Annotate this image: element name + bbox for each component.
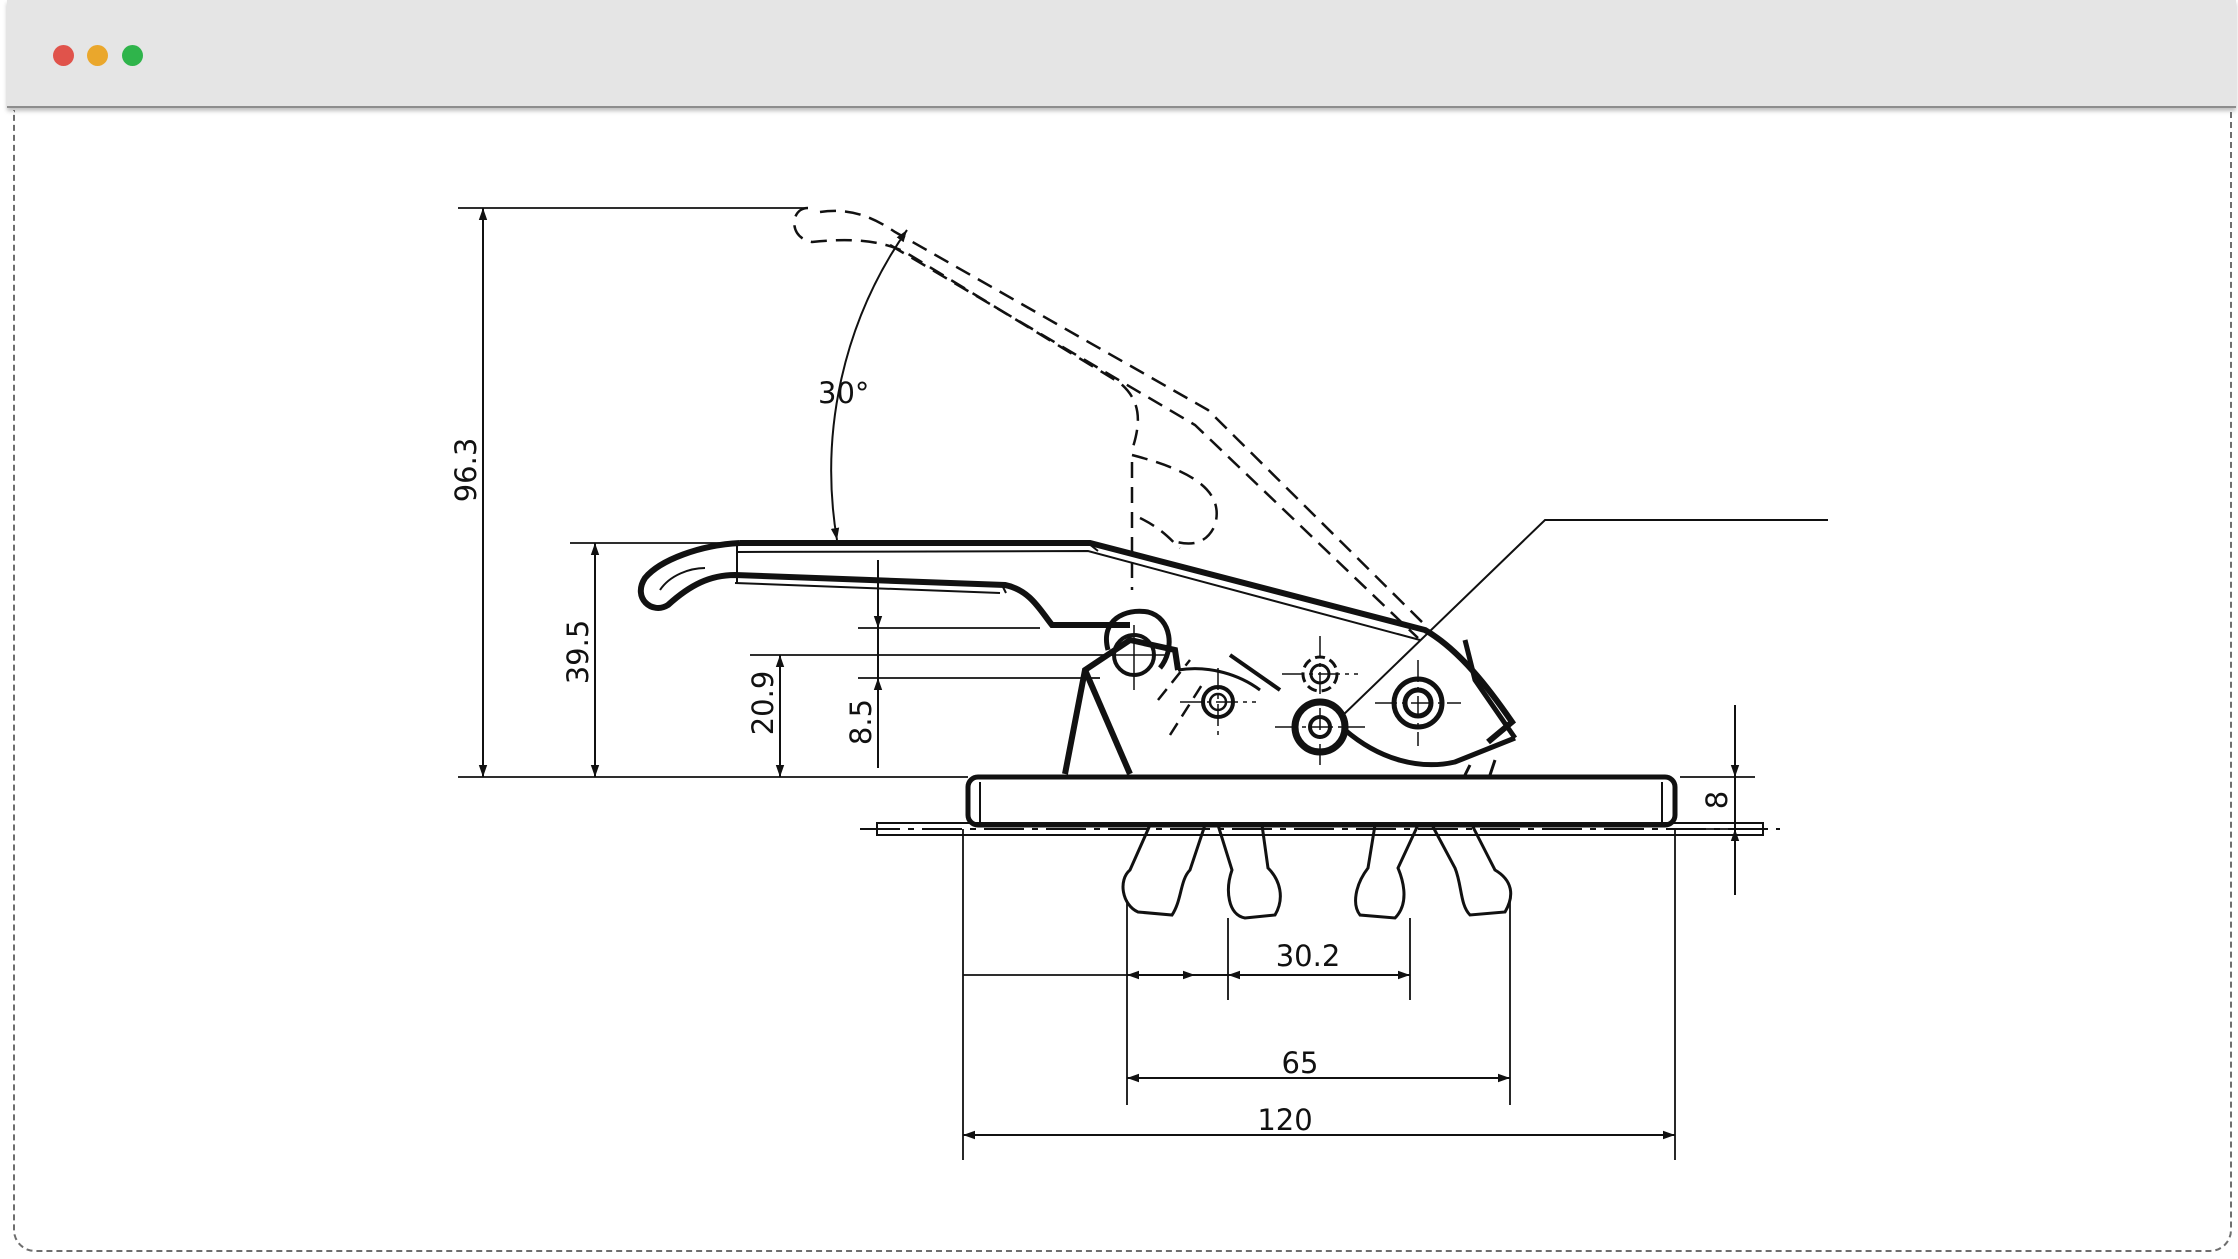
angle-dimension-label: 30° xyxy=(818,376,869,410)
maximize-window-button[interactable] xyxy=(122,45,143,66)
total-height-dimension-label: 96.3 xyxy=(449,438,483,503)
part-leader xyxy=(1339,519,1828,719)
pivot-height-dimension-label: 20.9 xyxy=(746,671,780,736)
hole-spacing-dimension-label: 30.2 xyxy=(1276,939,1341,973)
base-thickness-dimension-label: 8 xyxy=(1700,791,1734,809)
mount-width-dimension-label: 65 xyxy=(1282,1046,1319,1080)
minimize-window-button[interactable] xyxy=(87,45,108,66)
mounting-tabs xyxy=(1121,824,1513,920)
base-plate xyxy=(860,774,1780,836)
closed-handle xyxy=(637,540,1517,745)
drawing-frame xyxy=(13,110,2232,1252)
open-handle-outline xyxy=(793,206,1429,639)
close-window-button[interactable] xyxy=(53,45,74,66)
window-titlebar xyxy=(7,0,2236,108)
dimension-lines xyxy=(478,208,1740,1140)
extension-lines xyxy=(458,207,1755,1160)
overall-length-dimension-label: 120 xyxy=(1257,1103,1312,1137)
handle-height-dimension-label: 39.5 xyxy=(561,620,595,685)
latch-body xyxy=(1062,608,1518,776)
center-lines xyxy=(1105,625,1461,765)
offset-dimension-label: 8.5 xyxy=(844,699,878,745)
